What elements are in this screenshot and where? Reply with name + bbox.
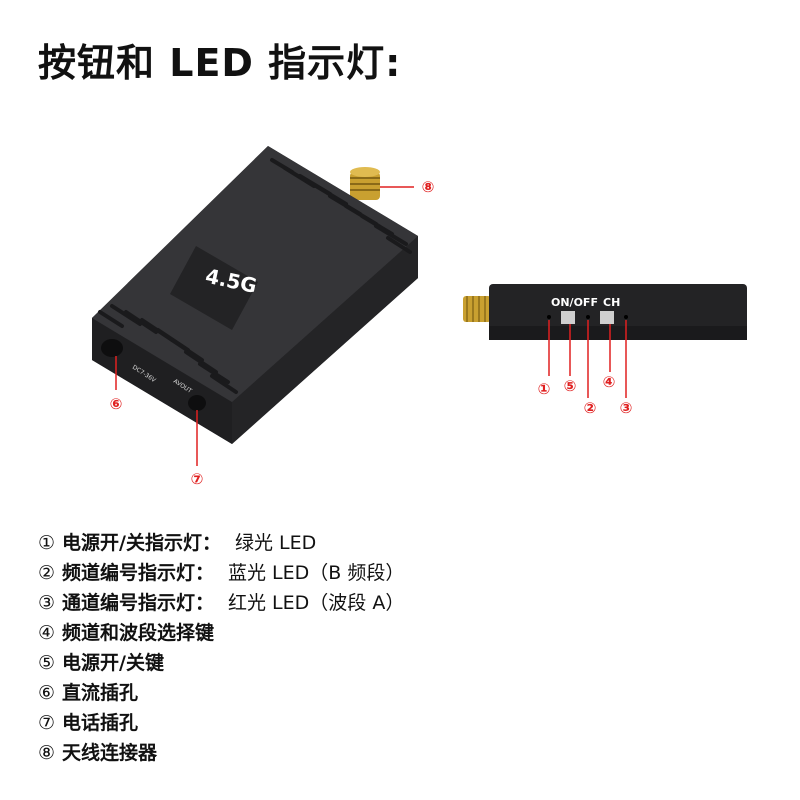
side-antenna: [463, 296, 491, 322]
ch-switch: [600, 311, 614, 324]
antenna-connector: [350, 167, 380, 200]
dc-jack: [101, 339, 123, 357]
power-switch: [561, 311, 575, 324]
device-illustrations: 4.5G DC7-36V AVOUT: [92, 146, 747, 466]
callout-6: ⑥: [109, 395, 123, 413]
side-device: [463, 284, 747, 398]
av-jack: [188, 395, 206, 411]
callout-4: ④: [602, 373, 616, 391]
front-callout-lines: [115, 186, 414, 466]
switch-label-power: ON/OFF: [551, 296, 598, 309]
callout-1: ①: [537, 380, 551, 398]
callout-7: ⑦: [190, 470, 204, 488]
callout-8: ⑧: [421, 178, 435, 196]
page-title: 按钮和 LED 指示灯:: [38, 41, 402, 85]
callout-3: ③: [619, 399, 633, 417]
switch-label-ch: CH: [603, 296, 621, 309]
callout-2: ②: [583, 399, 597, 417]
front-device-body: 4.5G DC7-36V AVOUT: [92, 146, 418, 444]
callout-5: ⑤: [563, 377, 577, 395]
